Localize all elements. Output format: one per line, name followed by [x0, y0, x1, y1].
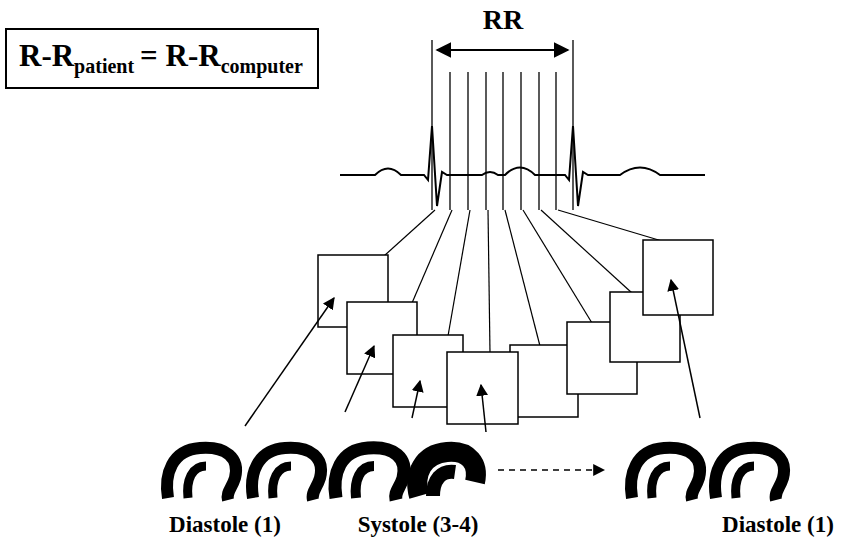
subscript-text: patient	[74, 55, 134, 77]
fan-line	[488, 210, 490, 353]
fan-line	[541, 210, 632, 293]
systole-heart	[417, 452, 476, 496]
diastole-heart	[631, 448, 700, 500]
heart-wall	[736, 466, 754, 498]
frame-line	[449, 72, 450, 210]
fan-line	[523, 210, 592, 323]
heart-wall	[356, 466, 374, 498]
phase-label: Systole (3-4)	[358, 512, 479, 538]
diastole-heart	[335, 448, 404, 500]
diastole-heart	[715, 448, 784, 500]
fan-line	[448, 210, 470, 336]
hearts	[167, 448, 784, 500]
frame-line	[555, 72, 556, 210]
frames	[318, 240, 713, 424]
pointer-arrow	[481, 385, 486, 432]
formula-text: = R-R	[140, 38, 221, 73]
pointer-arrow	[412, 381, 420, 418]
phase-label: Diastole (1)	[169, 512, 281, 538]
pointer-arrow	[671, 280, 700, 418]
pointer-arrows	[245, 280, 700, 470]
formula-text: R-R	[19, 38, 74, 73]
fan-line	[384, 210, 435, 256]
heart-wall	[188, 466, 206, 498]
sequence-arrow	[498, 469, 604, 471]
image-frame	[643, 240, 713, 315]
pointer-arrow	[345, 346, 374, 412]
frame-lines	[432, 40, 573, 210]
heart-wall	[715, 448, 784, 500]
interval-label: RR	[483, 4, 523, 36]
frame-line	[572, 40, 573, 210]
heart-wall	[335, 448, 404, 500]
diastole-heart	[252, 448, 321, 500]
subscript-text: computer	[221, 55, 303, 77]
frame-line	[538, 72, 539, 210]
frame-line	[431, 40, 432, 210]
heart-wall	[433, 472, 455, 496]
heart-wall	[167, 448, 236, 500]
heart-wall	[652, 466, 670, 498]
heart-wall	[273, 466, 291, 498]
ecg-trace	[340, 126, 705, 206]
frame-line	[467, 72, 468, 210]
frame-line	[520, 72, 521, 210]
frame-line	[502, 72, 503, 210]
diastole-heart	[167, 448, 236, 500]
frame-line	[485, 72, 486, 210]
formula-box: R-Rpatient = R-Rcomputer	[5, 28, 319, 89]
heart-wall	[417, 452, 476, 496]
fan-line	[505, 210, 540, 346]
heart-wall	[252, 448, 321, 500]
image-frame	[447, 352, 518, 424]
heart-wall	[631, 448, 700, 500]
fan-line	[558, 210, 662, 241]
pointer-arrow	[245, 298, 334, 426]
rr-interval-arrow	[437, 49, 568, 51]
fan-line	[412, 210, 452, 303]
phase-label: Diastole (1)	[722, 512, 834, 538]
